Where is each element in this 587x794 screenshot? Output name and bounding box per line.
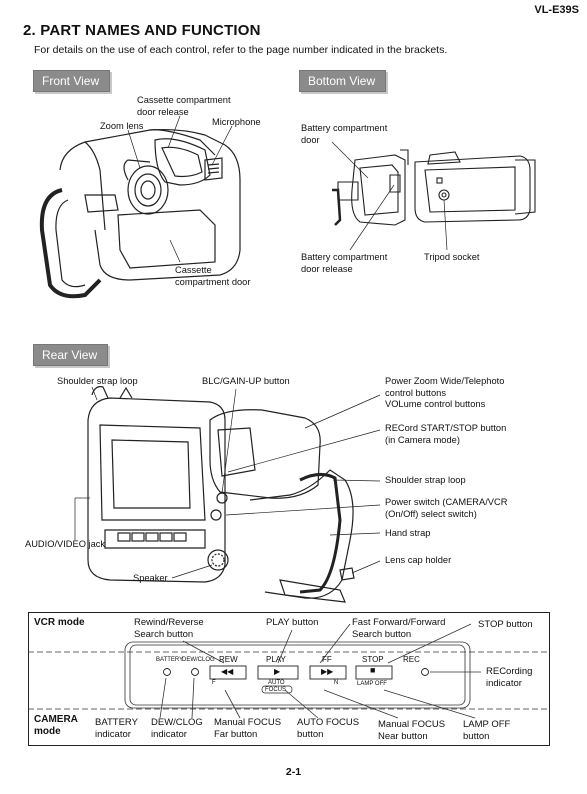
lens-cap-holder-label: Lens cap holder [385,555,452,565]
mf-near-label: Manual FOCUS Near button [378,719,446,742]
tripod-socket-label: Tripod socket [424,252,480,262]
speaker-label: Speaker [133,573,168,583]
front-view-tag: Front View [33,70,111,92]
device-battery-caption: BATTERY [156,657,184,663]
device-dewclog-caption: DEW/CLOG [182,657,215,663]
mf-far-label: Manual FOCUS Far button [214,717,282,740]
bottom-view-tag: Bottom View [299,70,387,92]
vcr-mode-label: VCR mode [34,617,85,628]
battery-release-label: Battery compartment door release [301,252,388,274]
zoom-lens-label: Zoom lens [100,121,144,131]
device-ff-caption: FF [322,655,332,664]
battery-door-label: Battery compartment door [301,123,388,145]
device-auto-caption: AUTO [268,680,285,686]
ff-label: Fast Forward/Forward Search button [352,617,446,640]
shoulder-strap-left-label: Shoulder strap loop [57,376,138,386]
record-button-label: RECord START/STOP button (in Camera mode… [385,423,507,445]
hand-strap-label: Hand strap [385,528,431,538]
battery-indicator-label: BATTERY indicator [95,717,138,740]
camera-mode-label: CAMERA mode [34,714,78,737]
rewind-label: Rewind/Reverse Search button [134,617,204,640]
section-title: 2. PART NAMES AND FUNCTION [23,22,261,39]
control-panel-box [28,612,550,746]
device-f-caption: F [212,680,216,686]
blc-gain-label: BLC/GAIN-UP button [202,376,290,386]
power-switch-label: Power switch (CAMERA/VCR (On/Off) select… [385,497,508,519]
device-rew-caption: REW [219,655,238,664]
device-n-caption: N [334,680,339,686]
intro-text: For details on the use of each control, … [34,44,448,56]
device-stop-caption: STOP [362,655,384,664]
cassette-release-label: Cassette compartment door release [137,95,231,117]
rear-view-tag: Rear View [33,344,109,366]
power-zoom-label: Power Zoom Wide/Telephoto control button… [385,376,505,409]
auto-focus-label: AUTO FOCUS button [297,717,360,740]
device-play-caption: PLAY [266,655,286,664]
microphone-label: Microphone [212,117,261,127]
device-focus-caption: FOCUS [265,687,286,693]
device-rec-caption: REC [403,655,420,664]
model-number: VL-E39S [534,4,579,16]
play-label: PLAY button [266,617,319,628]
shoulder-strap-right-label: Shoulder strap loop [385,475,466,485]
lamp-off-label: LAMP OFF button [463,719,511,742]
rec-indicator-label: RECording indicator [486,666,533,689]
device-lamp-off-caption: LAMP OFF [357,681,387,687]
rew-button[interactable]: ◀◀ [221,667,234,676]
ff-button[interactable]: ▶▶ [321,667,334,676]
play-button[interactable]: ▶ [274,667,281,676]
cassette-door-label: Cassette compartment door [175,265,251,287]
stop-button[interactable]: ■ [370,665,376,675]
av-jack-label: AUDIO/VIDEO jack [25,539,106,549]
page-number: 2-1 [285,766,302,778]
dewclog-indicator-label: DEW/CLOG indicator [151,717,203,740]
stop-label: STOP button [478,619,533,630]
